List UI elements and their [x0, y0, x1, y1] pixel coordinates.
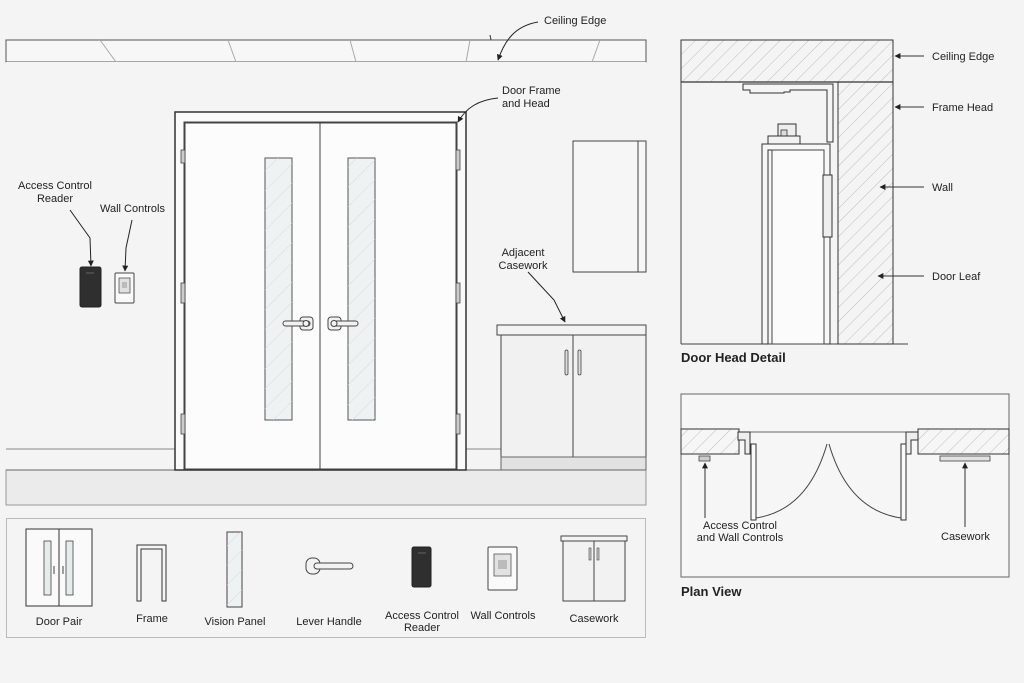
label-adjacent-casework-1: Adjacent — [501, 247, 545, 259]
label-plan-access-2: and Wall Controls — [696, 532, 784, 544]
door-leaf-right — [319, 122, 457, 470]
legend-wall-controls-icon — [487, 546, 518, 591]
plan-view — [680, 393, 1010, 578]
plan-leaf-right — [900, 443, 907, 521]
label-door-leaf: Door Leaf — [932, 271, 981, 283]
label-access-control-2: Reader — [36, 193, 74, 205]
head-detail-leaders — [877, 53, 924, 279]
legend-label-wall-controls: Wall Controls — [470, 610, 536, 622]
legend-label-access-reader-1: Access Control — [385, 610, 459, 622]
access-control-reader — [79, 266, 102, 308]
legend-label-frame: Frame — [136, 613, 168, 625]
label-wall-controls: Wall Controls — [100, 203, 165, 215]
plan-leaf-left — [750, 443, 757, 521]
plan-leaders — [702, 462, 968, 527]
title-plan-view: Plan View — [681, 584, 742, 599]
legend-panel — [6, 518, 646, 638]
legend-label-door-pair: Door Pair — [35, 616, 83, 628]
swing-arc-right — [828, 443, 902, 519]
legend-casework-icon — [560, 535, 628, 602]
legend-label-lever-handle: Lever Handle — [296, 616, 362, 628]
floor — [5, 469, 647, 506]
label-ceiling-edge: Ceiling Edge — [544, 15, 607, 27]
frame-head-profile — [742, 83, 834, 143]
hinges — [180, 149, 461, 435]
label-head-ceiling-edge: Ceiling Edge — [932, 51, 995, 63]
label-access-control-1: Access Control — [18, 180, 92, 192]
label-adjacent-casework-2: Casework — [498, 260, 548, 272]
plan-box — [680, 393, 1010, 578]
plan-wall-left — [680, 428, 740, 455]
lever-handle-right — [327, 316, 359, 331]
ceiling-tile-joints — [99, 39, 601, 63]
label-wall: Wall — [932, 182, 953, 194]
label-plan-casework: Casework — [941, 531, 990, 543]
door-head-detail — [680, 39, 924, 345]
elevation-leaders — [69, 21, 566, 323]
plan-casework — [939, 455, 991, 462]
label-door-frame-head-2: and Head — [502, 98, 550, 110]
upper-cabinet — [572, 140, 647, 273]
label-frame-head: Frame Head — [932, 102, 994, 114]
title-door-head-detail: Door Head Detail — [681, 350, 786, 365]
legend-label-casework: Casework — [569, 613, 619, 625]
legend-access-reader-icon — [411, 546, 432, 588]
legend-door-pair-icon — [25, 528, 93, 607]
swing-arc-left — [755, 443, 828, 519]
label-plan-access-1: Access Control — [703, 520, 777, 532]
legend-label-vision-panel: Vision Panel — [204, 616, 266, 628]
legend-icons — [25, 528, 628, 608]
lever-handle-left — [282, 316, 314, 331]
legend-lever-handle-icon — [305, 557, 354, 575]
door-leaf-section — [771, 149, 825, 345]
legend-frame-icon — [136, 544, 167, 602]
door-leaf-left — [184, 122, 321, 470]
wall-section — [837, 81, 894, 345]
plan-wall-right — [917, 428, 1010, 455]
legend-label-access-reader-2: Reader — [403, 622, 441, 634]
plan-access-controls — [698, 455, 711, 462]
ceiling-slab — [680, 39, 894, 83]
label-door-frame-head-1: Door Frame — [502, 85, 561, 97]
countertop — [496, 324, 647, 336]
elevation-view — [5, 21, 647, 506]
